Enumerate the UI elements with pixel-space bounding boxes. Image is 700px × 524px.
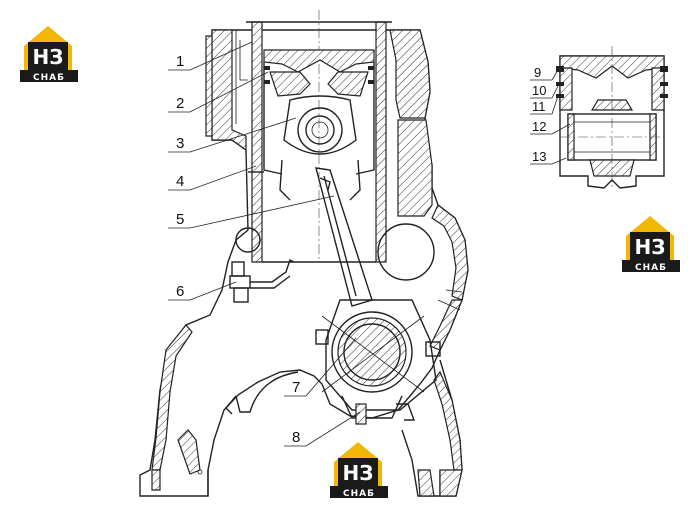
callout-2: 2 — [176, 95, 184, 112]
svg-text:НЗ: НЗ — [33, 45, 64, 69]
connecting-rod-shank — [315, 167, 373, 307]
main-section-view — [139, 10, 469, 497]
piston-cooling-nozzle — [229, 259, 295, 303]
callout-11: 11 — [532, 99, 546, 114]
callout-labels-detail: 9 10 11 12 13 — [532, 65, 546, 164]
svg-text:СНАБ: СНАБ — [33, 73, 65, 83]
callout-13: 13 — [532, 149, 546, 164]
svg-text:НЗ: НЗ — [343, 461, 374, 485]
connecting-rod-small-end — [283, 95, 357, 155]
crankcase-outline — [139, 29, 469, 497]
brand-logo-bottom: НЗ СНАБ — [330, 442, 388, 499]
svg-text:СНАБ: СНАБ — [343, 489, 375, 499]
connecting-rod-big-end — [315, 299, 441, 425]
callout-6: 6 — [176, 283, 184, 300]
callout-5: 5 — [176, 211, 184, 228]
callout-8: 8 — [292, 429, 300, 446]
svg-text:НЗ: НЗ — [635, 235, 666, 259]
callout-labels-main: 1 2 3 4 5 6 7 8 — [176, 53, 300, 446]
callout-10: 10 — [532, 83, 546, 98]
callout-leaders-detail — [530, 69, 571, 165]
callout-9: 9 — [534, 65, 541, 80]
brand-logo-right: НЗ СНАБ — [622, 216, 680, 273]
brand-logo-top-left: НЗ СНАБ — [20, 26, 78, 83]
callout-12: 12 — [532, 119, 546, 134]
callout-leaders-main — [168, 41, 361, 447]
callout-1: 1 — [176, 53, 184, 70]
svg-text:СНАБ: СНАБ — [635, 263, 667, 273]
piston-detail-view — [556, 46, 668, 190]
piston-crown — [263, 49, 375, 73]
callout-3: 3 — [176, 135, 184, 152]
callout-4: 4 — [176, 173, 184, 190]
callout-7: 7 — [292, 379, 300, 396]
